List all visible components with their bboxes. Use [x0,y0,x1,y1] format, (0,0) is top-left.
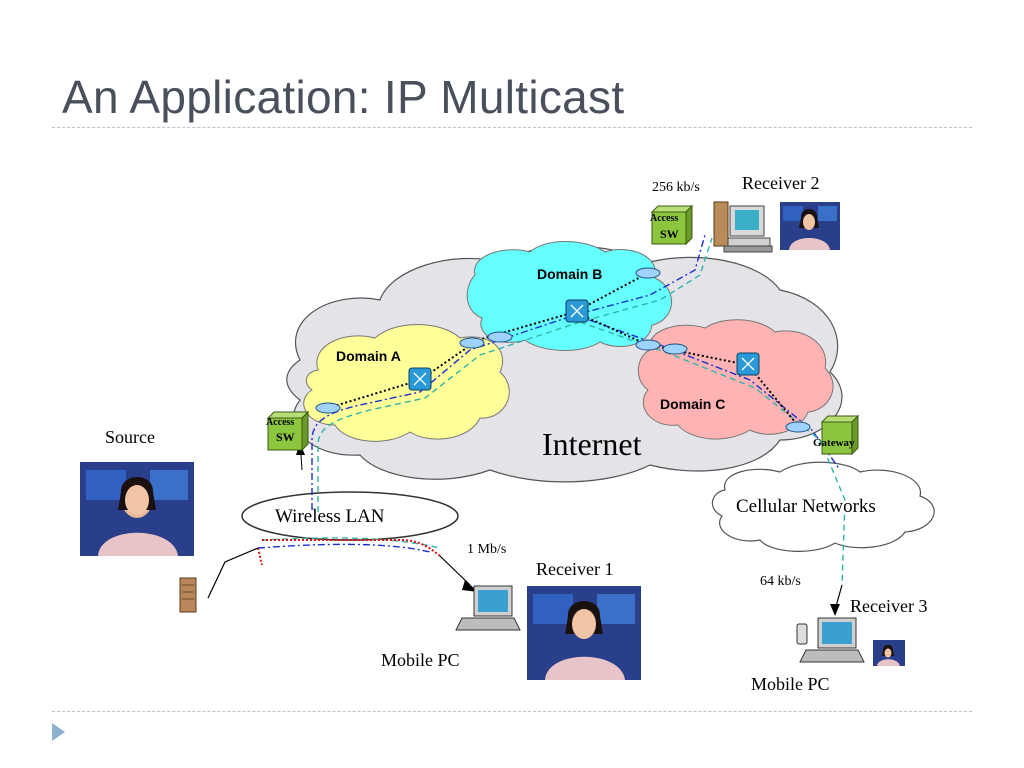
gateway-box [820,414,860,456]
domain-c-label: Domain C [660,396,725,412]
access-switch-left [266,410,310,452]
arrowhead-receiver3 [830,604,840,616]
source-label: Source [105,427,155,447]
footer-divider [52,711,972,712]
receiver2-video-thumbnail [780,202,840,250]
access-sw-top-line1: Access [650,213,678,224]
access-switch-top [650,204,694,246]
source-server [179,577,197,613]
receiver3-video-thumbnail [873,640,905,666]
receiver3-device-label: Mobile PC [751,674,830,694]
receiver1-device-label: Mobile PC [381,650,460,670]
receiver1-rate-label: 1 Mb/s [467,542,506,557]
access-sw-left-line2: SW [276,430,295,444]
receiver1-label: Receiver 1 [536,559,613,579]
source-video-thumbnail [80,462,194,556]
gateway-label: Gateway [813,437,855,449]
receiver2-label: Receiver 2 [742,173,819,193]
wireless-lan-label: Wireless LAN [275,506,385,527]
desktop-pc [713,201,773,253]
slide-title: An Application: IP Multicast [62,71,625,123]
bullet-triangle-icon [52,723,65,741]
title-divider [52,127,972,128]
domain-a-cloud [303,324,510,442]
laptop-receiver3 [796,617,865,663]
domain-b-label: Domain B [537,266,602,282]
laptop-receiver1 [455,585,521,631]
core-switch-marks [413,304,755,386]
receiver2-rate-label: 256 kb/s [652,180,700,195]
receiver3-rate-label: 64 kb/s [760,574,801,589]
cellular-label: Cellular Networks [736,496,876,517]
receiver1-video-thumbnail [527,586,641,680]
receiver3-label: Receiver 3 [850,596,927,616]
internet-label: Internet [542,426,642,462]
edge-routers [315,267,811,433]
cellular-cloud [711,461,935,552]
access-sw-left-line1: Access [266,417,294,428]
domain-a-label: Domain A [336,348,401,364]
access-sw-top-line2: SW [660,227,679,241]
